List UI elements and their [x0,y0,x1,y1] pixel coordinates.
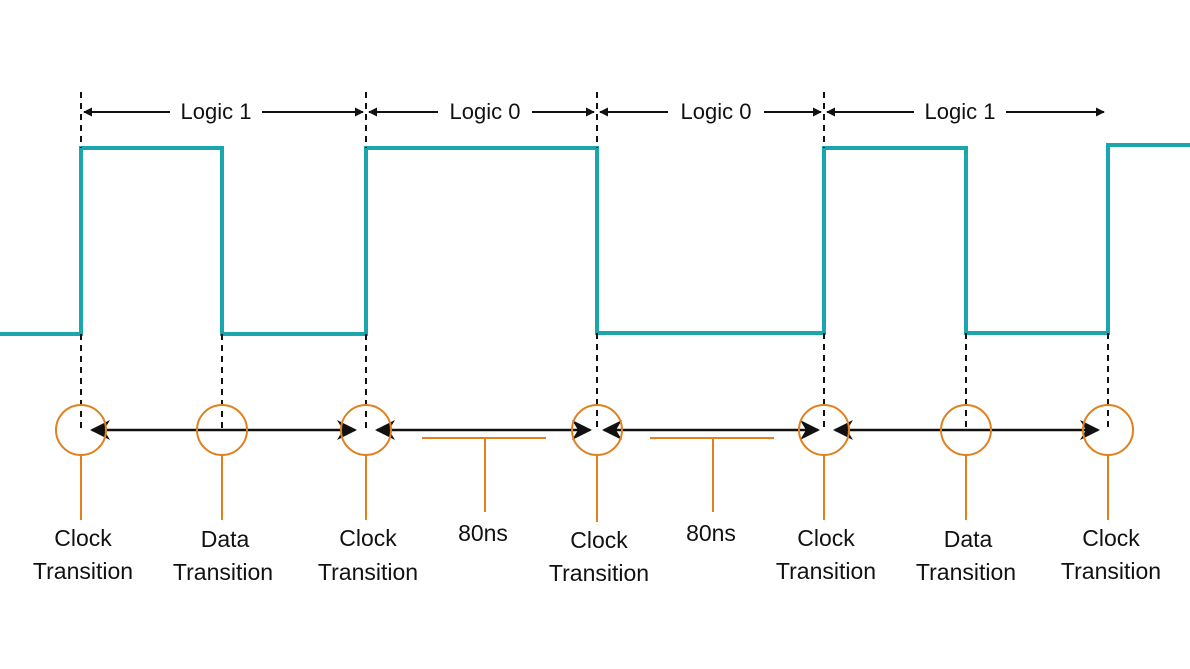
bottom-dashed-guides [80,333,1109,430]
logic-label-1: Logic 1 [181,99,252,124]
logic-label-2: Logic 0 [450,99,521,124]
interval-label-1: 80ns [458,520,508,546]
transition-label-7-line2: Transition [1061,558,1161,584]
transition-label-5-line2: Transition [776,558,876,584]
transition-label-6-line2: Transition [916,559,1016,585]
logic-label-3: Logic 0 [681,99,752,124]
transition-label-1-line1: Clock [54,525,112,551]
transition-label-7-line1: Clock [1082,525,1140,551]
signal-waveform [0,143,1190,336]
transition-label-2-line1: Data [201,526,250,552]
transition-label-3-line1: Clock [339,525,397,551]
transition-markers [55,404,1134,522]
transition-label-6-line1: Data [944,526,993,552]
transition-label-1-line2: Transition [33,558,133,584]
interval-label-2: 80ns [686,520,736,546]
transition-label-4-line1: Clock [570,527,628,553]
transition-label-2-line2: Transition [173,559,273,585]
transition-label-4-line2: Transition [549,560,649,586]
transition-label-5-line1: Clock [797,525,855,551]
transition-label-3-line2: Transition [318,559,418,585]
transition-labels: Clock Transition Data Transition Clock T… [33,525,1161,586]
logic-label-4: Logic 1 [925,99,996,124]
top-dashed-guides [80,92,825,148]
